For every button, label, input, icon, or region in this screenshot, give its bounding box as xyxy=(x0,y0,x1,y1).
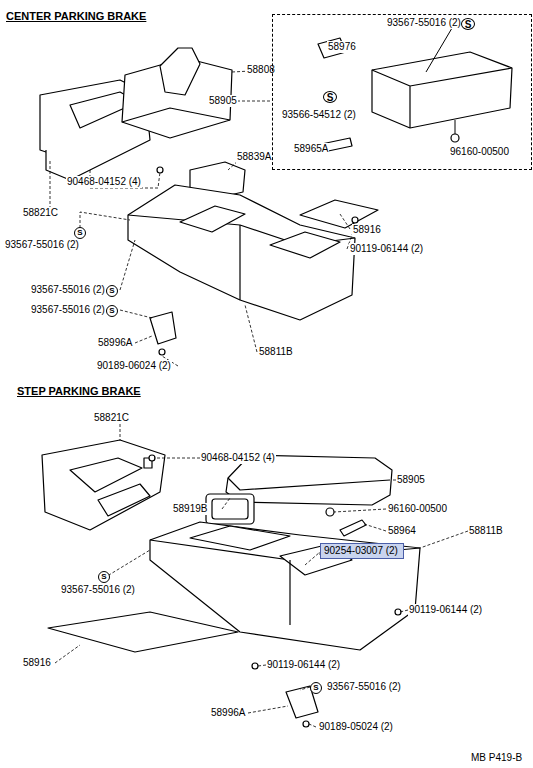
part-number: 58916 xyxy=(352,224,382,236)
symbol-mark: S xyxy=(461,18,475,30)
part-number: 58839A xyxy=(236,151,272,163)
section-heading: STEP PARKING BRAKE xyxy=(16,385,142,397)
group-box: 93567-55016 (2)S58976S93566-54512 (2)589… xyxy=(272,14,532,170)
symbol-mark: S xyxy=(106,305,118,317)
part-number: 96160-00500 xyxy=(449,146,510,158)
part-number: 58965A xyxy=(293,143,329,155)
part-number: 93567-55016 (2) xyxy=(30,304,106,316)
part-number: 93567-55016 (2) xyxy=(30,284,106,296)
highlight-box: 90254-03007 (2) xyxy=(320,543,404,559)
part-number: 90254-03007 (2) xyxy=(323,545,405,557)
part-number: 93567-55016 (2) xyxy=(4,239,80,251)
part-number: 58821C xyxy=(22,207,59,219)
part-number: 93567-55016 (2) xyxy=(326,681,402,693)
symbol-mark: S xyxy=(106,285,118,297)
part-number: 58996A xyxy=(97,337,133,349)
part-number: 58811B xyxy=(258,346,294,358)
part-number: 90189-06024 (2) xyxy=(96,360,172,372)
part-number: 90468-04152 (4) xyxy=(66,176,142,188)
symbol-mark: S xyxy=(74,227,86,239)
symbol-mark: S xyxy=(310,682,322,694)
part-number: 58996A xyxy=(210,707,246,719)
part-number: 58905 xyxy=(396,474,426,486)
part-number: 90119-06144 (2) xyxy=(349,243,424,255)
symbol-mark: S xyxy=(98,571,110,583)
part-number: 58811B xyxy=(468,525,504,537)
part-number: 96160-00500 xyxy=(387,503,448,515)
part-number: 93567-55016 (2) xyxy=(60,584,136,596)
part-number: 58821C xyxy=(93,412,130,424)
symbol-mark: S xyxy=(323,91,337,103)
part-number: 90189-05024 (2) xyxy=(318,721,394,733)
part-number: 58916 xyxy=(22,657,52,669)
section-heading: CENTER PARKING BRAKE xyxy=(5,10,147,22)
part-number: 90468-04152 (4) xyxy=(200,452,276,464)
part-number: 58919B xyxy=(172,503,208,515)
part-number: 93567-55016 (2) xyxy=(386,17,462,29)
part-number: 58976 xyxy=(327,41,357,53)
part-number: 58905 xyxy=(208,95,238,107)
part-number: 90119-06144 (2) xyxy=(266,659,341,671)
part-number: 93566-54512 (2) xyxy=(281,109,357,121)
part-number: MB P419-B xyxy=(470,752,523,764)
part-number: 58964 xyxy=(387,525,417,537)
part-number: 90119-06144 (2) xyxy=(408,604,483,616)
